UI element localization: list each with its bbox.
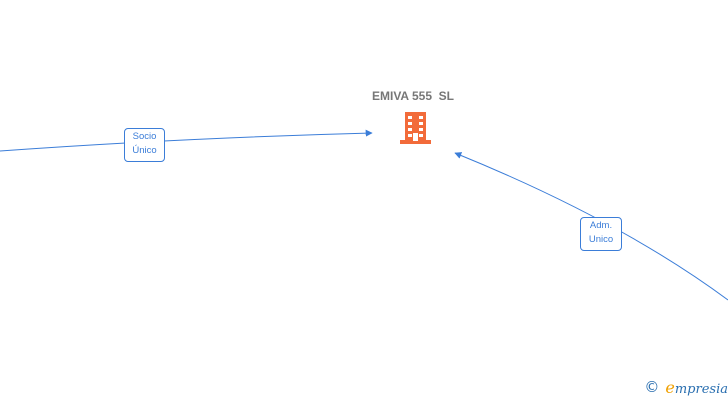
company-name[interactable]: EMIVA 555 SL: [371, 89, 455, 103]
edge-label-adm-unico[interactable]: Adm. Unico: [580, 217, 622, 251]
edge-label-line: Unico: [588, 234, 614, 245]
edge-label-line: Socio: [132, 131, 157, 142]
edge-socio-unico: [0, 129, 373, 152]
brand-initial: e: [665, 377, 675, 397]
brand-logo: empresia: [665, 378, 728, 397]
edge-label-line: Único: [132, 145, 157, 156]
copyright-icon: ©: [644, 378, 660, 396]
edge-label-socio-unico[interactable]: Socio Único: [124, 128, 165, 162]
empresia-watermark: © empresia: [644, 378, 728, 397]
brand-rest: mpresia: [674, 381, 728, 397]
building-icon[interactable]: [400, 112, 431, 144]
edge-label-line: Adm.: [589, 220, 613, 231]
